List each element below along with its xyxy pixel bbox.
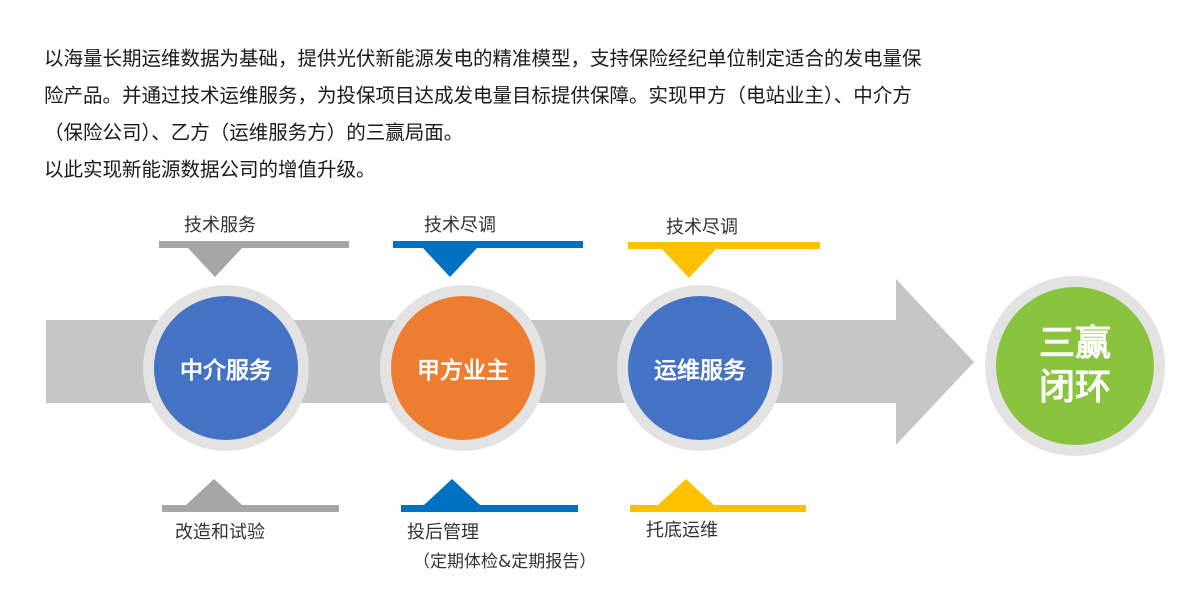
result-node-ring: 三赢 闭环 [985,276,1165,456]
broker-bottom-bar [162,505,339,512]
owner-bottom-bar [401,505,578,512]
result-node: 三赢 闭环 [996,287,1154,445]
owner-bottom-label: 投后管理 [407,522,479,543]
broker-top-label: 技术服务 [184,215,256,236]
om-top-pointer-icon [662,249,716,278]
owner-node-label: 甲方业主 [417,358,509,384]
owner-top-bar [393,241,583,248]
om-top-bar [628,242,820,249]
result-node-line-2: 闭环 [1038,367,1111,408]
intro-line-3: （保险公司）、乙方（运维服务方）的三赢局面。 [44,121,464,144]
om-bottom-bar [630,505,806,512]
broker-node-label: 中介服务 [180,358,272,384]
owner-top-pointer-icon [423,248,477,277]
owner-bottom-sublabel: （定期体检&定期报告） [413,552,597,572]
intro-line-1: 以海量长期运维数据为基础，提供光伏新能源发电的精准模型，支持保险经纪单位制定适合… [44,47,922,70]
broker-top-bar [159,241,349,248]
om-bottom-pointer-icon [658,479,714,505]
broker-node-ring: 中介服务 [143,285,309,451]
broker-bottom-label: 改造和试验 [175,522,265,543]
om-top-label: 技术尽调 [666,217,738,238]
broker-top-pointer-icon [188,248,242,277]
owner-node-ring: 甲方业主 [380,285,546,451]
om-node: 运维服务 [628,296,772,440]
om-node-ring: 运维服务 [617,285,783,451]
intro-text: 以海量长期运维数据为基础，提供光伏新能源发电的精准模型，支持保险经纪单位制定适合… [44,40,1114,188]
owner-top-label: 技术尽调 [424,215,496,236]
intro-line-2: 险产品。并通过技术运维服务，为投保项目达成发电量目标提供保障。实现甲方（电站业主… [44,84,912,107]
owner-node: 甲方业主 [391,296,535,440]
om-node-label: 运维服务 [654,358,746,384]
broker-bottom-pointer-icon [186,479,242,505]
broker-node: 中介服务 [154,296,298,440]
intro-line-4: 以此实现新能源数据公司的增值升级。 [44,158,376,181]
process-arrow-head [896,279,974,445]
owner-bottom-pointer-icon [424,479,480,505]
om-bottom-label: 托底运维 [646,520,718,541]
result-node-line-1: 三赢 [1038,323,1111,364]
